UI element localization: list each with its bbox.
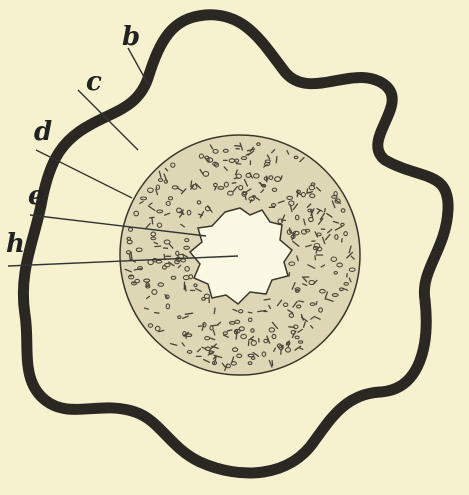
stipple-mark xyxy=(316,302,317,305)
label-d: d xyxy=(34,117,52,147)
stipple-mark xyxy=(185,286,186,292)
stipple-mark xyxy=(235,146,240,147)
stipple-mark xyxy=(155,246,161,247)
stipple-mark xyxy=(155,313,159,314)
stipple-mark xyxy=(307,189,308,194)
label-b: b xyxy=(122,22,140,52)
stipple-mark xyxy=(232,183,236,184)
stipple-mark xyxy=(248,312,252,313)
stipple-mark xyxy=(214,308,215,313)
stipple-mark xyxy=(152,218,153,224)
stipple-mark xyxy=(342,239,343,242)
stipple-mark xyxy=(191,181,192,187)
stipple-mark xyxy=(281,176,282,179)
label-c: c xyxy=(86,67,102,97)
label-h: h xyxy=(6,229,25,259)
label-e: e xyxy=(28,181,45,211)
stipple-mark xyxy=(227,330,232,331)
stipple-mark xyxy=(325,209,326,212)
leader-line-b xyxy=(128,48,148,84)
stipple-mark xyxy=(276,157,277,163)
stipple-mark xyxy=(129,254,130,260)
stipple-mark xyxy=(272,361,273,366)
